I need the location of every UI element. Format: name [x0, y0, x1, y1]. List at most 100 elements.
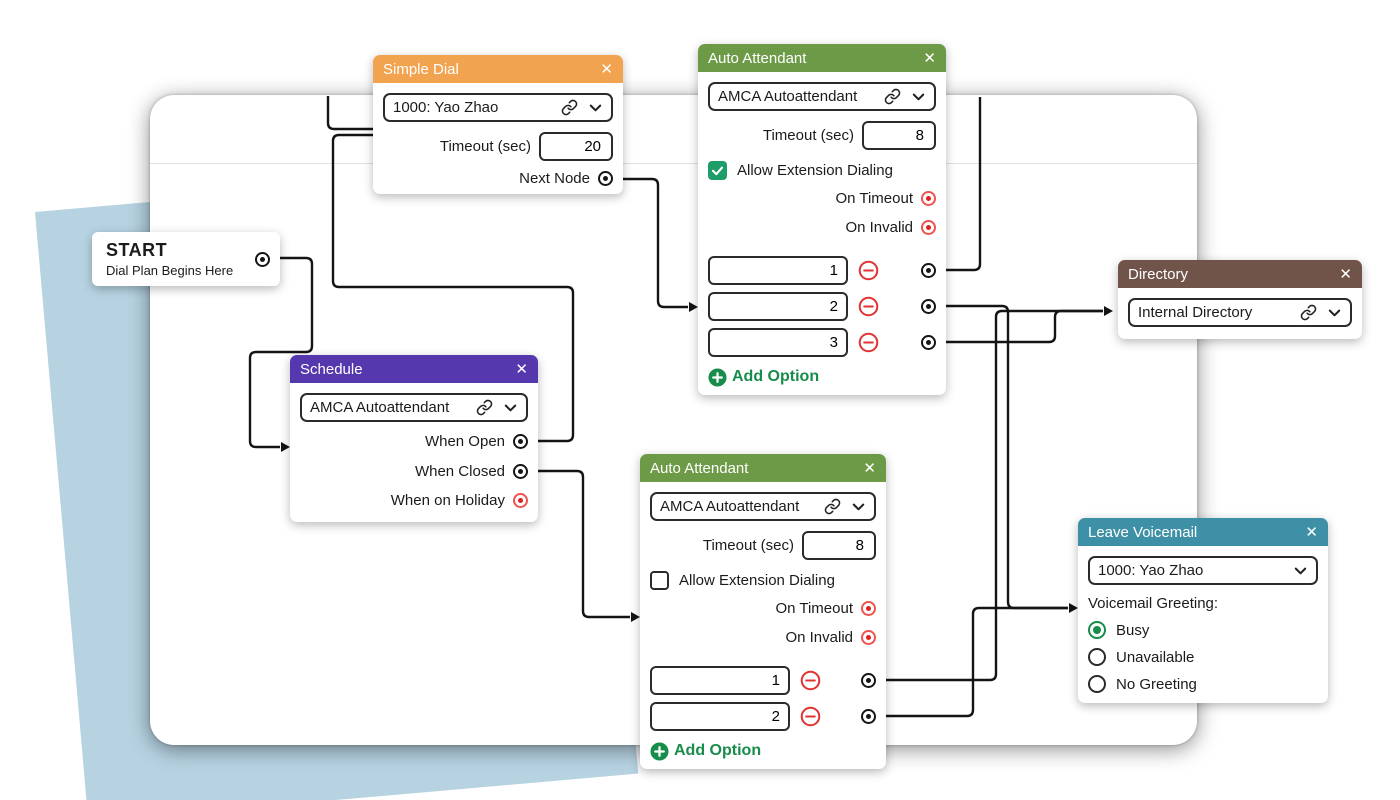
selected-value: Internal Directory — [1138, 304, 1253, 321]
close-icon[interactable]: ✕ — [923, 49, 936, 67]
simple-dial-target-select[interactable]: 1000: Yao Zhao — [383, 93, 613, 122]
on-invalid-label: On Invalid — [845, 218, 913, 236]
chevron-down-icon — [589, 104, 602, 112]
node-start[interactable]: START Dial Plan Begins Here — [92, 232, 280, 286]
auto-attendant-header[interactable]: Auto Attendant ✕ — [640, 454, 886, 482]
start-subtitle: Dial Plan Begins Here — [106, 263, 234, 278]
greeting-option-unavailable[interactable]: Unavailable — [1078, 648, 1328, 666]
node-auto-attendant-top[interactable]: Auto Attendant ✕ AMCA Autoattendant Time… — [698, 44, 946, 395]
option-digit-input[interactable] — [708, 256, 848, 285]
node-title: Leave Voicemail — [1088, 523, 1198, 541]
remove-option-icon[interactable] — [800, 706, 821, 727]
directory-target-select[interactable]: Internal Directory — [1128, 298, 1352, 327]
close-icon[interactable]: ✕ — [600, 60, 613, 78]
selected-value: AMCA Autoattendant — [310, 399, 450, 416]
next-node-label: Next Node — [519, 169, 590, 187]
node-title: Auto Attendant — [650, 459, 749, 477]
auto-attendant-header[interactable]: Auto Attendant ✕ — [698, 44, 946, 72]
timeout-input[interactable] — [802, 531, 876, 560]
radio-label: Unavailable — [1116, 648, 1195, 666]
radio-selected-icon[interactable] — [1088, 621, 1106, 639]
timeout-label: Timeout (sec) — [439, 138, 531, 155]
link-icon — [476, 399, 493, 416]
when-open-label: When Open — [424, 432, 505, 450]
node-leave-voicemail[interactable]: Leave Voicemail ✕ 1000: Yao Zhao Voicema… — [1078, 518, 1328, 703]
option-output-port[interactable] — [921, 263, 936, 278]
option-output-port[interactable] — [921, 299, 936, 314]
on-timeout-output-port[interactable] — [861, 600, 876, 616]
option-digit-input[interactable] — [650, 702, 790, 731]
close-icon[interactable]: ✕ — [1305, 523, 1318, 541]
allow-extension-checkbox[interactable] — [708, 160, 727, 180]
on-invalid-output-port[interactable] — [861, 629, 876, 645]
option-output-port[interactable] — [861, 673, 876, 688]
node-schedule[interactable]: Schedule ✕ AMCA Autoattendant When Open … — [290, 355, 538, 522]
remove-option-icon[interactable] — [858, 260, 879, 281]
allow-extension-checkbox[interactable] — [650, 570, 669, 590]
aa-top-target-select[interactable]: AMCA Autoattendant — [708, 82, 936, 111]
add-option-button[interactable]: Add Option — [640, 741, 886, 761]
node-title: Simple Dial — [383, 60, 459, 78]
link-icon — [1300, 304, 1317, 321]
greeting-option-no-greeting[interactable]: No Greeting — [1078, 675, 1328, 693]
when-open-output-port[interactable] — [513, 433, 528, 449]
start-title: START — [106, 240, 168, 260]
voicemail-target-select[interactable]: 1000: Yao Zhao — [1088, 556, 1318, 585]
schedule-target-select[interactable]: AMCA Autoattendant — [300, 393, 528, 422]
check-icon — [711, 166, 724, 175]
selected-value: AMCA Autoattendant — [660, 498, 800, 515]
simple-dial-header[interactable]: Simple Dial ✕ — [373, 55, 623, 83]
allow-extension-label: Allow Extension Dialing — [679, 571, 835, 589]
on-timeout-output-port[interactable] — [921, 190, 936, 206]
close-icon[interactable]: ✕ — [515, 360, 528, 378]
next-node-output-port[interactable] — [598, 170, 613, 186]
timeout-label: Timeout (sec) — [762, 127, 854, 144]
selected-value: AMCA Autoattendant — [718, 88, 858, 105]
option-output-port[interactable] — [921, 335, 936, 350]
when-closed-label: When Closed — [414, 462, 505, 480]
on-invalid-output-port[interactable] — [921, 219, 936, 235]
timeout-label: Timeout (sec) — [702, 537, 794, 554]
plus-icon — [708, 367, 727, 387]
leave-voicemail-header[interactable]: Leave Voicemail ✕ — [1078, 518, 1328, 546]
close-icon[interactable]: ✕ — [1339, 265, 1352, 283]
selected-value: 1000: Yao Zhao — [393, 99, 499, 116]
option-digit-input[interactable] — [708, 328, 848, 357]
add-option-button[interactable]: Add Option — [698, 367, 946, 387]
schedule-header[interactable]: Schedule ✕ — [290, 355, 538, 383]
option-digit-input[interactable] — [650, 666, 790, 695]
when-on-holiday-output-port[interactable] — [513, 492, 528, 508]
node-simple-dial[interactable]: Simple Dial ✕ 1000: Yao Zhao Timeout (se… — [373, 55, 623, 194]
remove-option-icon[interactable] — [858, 332, 879, 353]
link-icon — [884, 88, 901, 105]
option-digit-input[interactable] — [708, 292, 848, 321]
timeout-input[interactable] — [862, 121, 936, 150]
canvas-divider — [150, 163, 1197, 164]
remove-option-icon[interactable] — [800, 670, 821, 691]
start-output-port[interactable] — [255, 251, 270, 267]
when-on-holiday-label: When on Holiday — [390, 491, 505, 509]
greeting-section-label: Voicemail Greeting: — [1088, 595, 1219, 612]
radio-icon[interactable] — [1088, 648, 1106, 666]
selected-value: 1000: Yao Zhao — [1098, 562, 1204, 579]
allow-extension-label: Allow Extension Dialing — [737, 161, 893, 179]
timeout-input[interactable] — [539, 132, 613, 161]
option-output-port[interactable] — [861, 709, 876, 724]
node-title: Auto Attendant — [708, 49, 807, 67]
add-option-label: Add Option — [732, 368, 820, 385]
on-invalid-label: On Invalid — [785, 628, 853, 646]
option-row — [698, 292, 946, 321]
node-auto-attendant-bottom[interactable]: Auto Attendant ✕ AMCA Autoattendant Time… — [640, 454, 886, 769]
when-closed-output-port[interactable] — [513, 463, 528, 479]
node-title: Directory — [1128, 265, 1189, 283]
radio-icon[interactable] — [1088, 675, 1106, 693]
close-icon[interactable]: ✕ — [863, 459, 876, 477]
plus-icon — [650, 741, 669, 761]
greeting-option-busy[interactable]: Busy — [1078, 621, 1328, 639]
chevron-down-icon — [1294, 567, 1307, 575]
aa-bottom-target-select[interactable]: AMCA Autoattendant — [650, 492, 876, 521]
node-directory[interactable]: Directory ✕ Internal Directory — [1118, 260, 1362, 339]
remove-option-icon[interactable] — [858, 296, 879, 317]
directory-header[interactable]: Directory ✕ — [1118, 260, 1362, 288]
